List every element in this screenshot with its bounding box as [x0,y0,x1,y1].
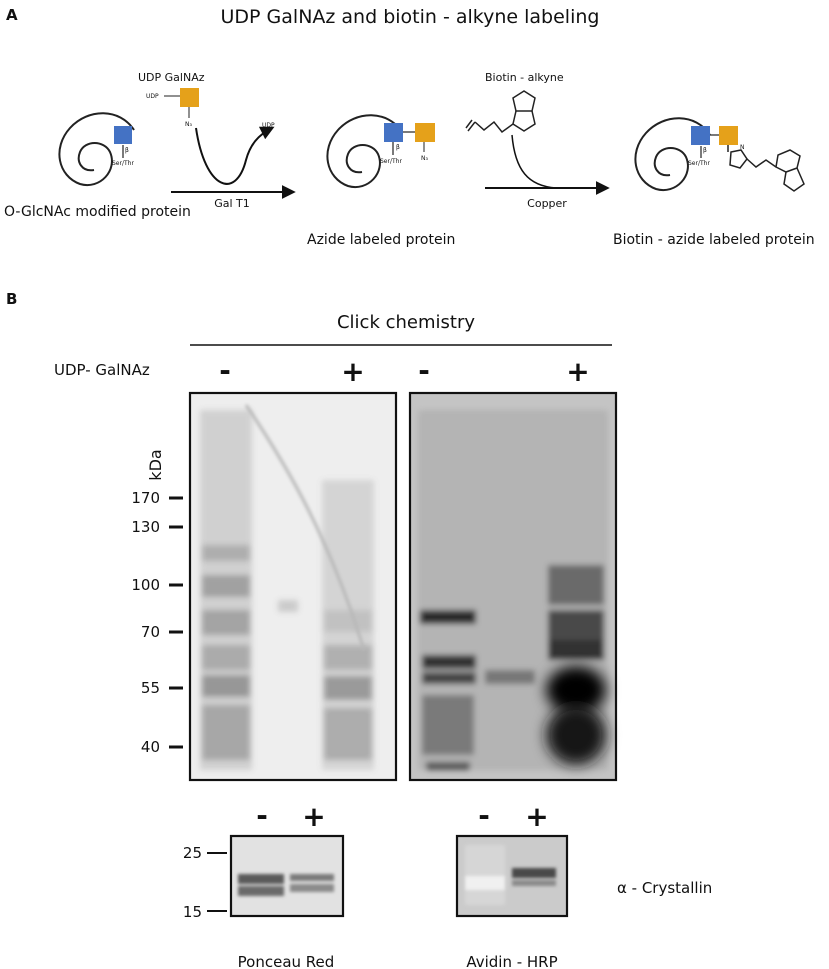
mw-label: 70 [141,623,160,641]
step-1-reaction: UDP GalNAz UDP N₃ UDP Gal T1 [138,71,296,210]
galnaz-square-icon [719,126,738,145]
galnaz-square-icon [415,123,435,142]
ponceau-red-label: Ponceau Red [238,953,335,969]
avidin-blot-image [408,391,618,782]
enzyme-label: Gal T1 [214,197,250,210]
kda-axis-label: kDa [146,449,165,480]
stage-3-label: Biotin - azide labeled protein [613,232,815,248]
galnaz-square-icon [180,88,199,107]
lane-3-minus: - [418,354,430,387]
lane-1-minus: - [219,354,231,387]
curved-connector-icon [511,134,557,189]
mw-marker-55: 55 [141,679,183,697]
stage-1-protein: β Ser/Thr O-GlcNAc modified protein [4,112,191,220]
mw-marker-70: 70 [141,623,183,641]
mw-label: 170 [131,489,160,507]
triazole-biotin-structure-icon [727,145,805,192]
panel-b: B Click chemistry UDP- GalNAz - + - + kD… [6,290,712,969]
small-mw-marker-15: 15 [183,903,227,921]
mw-label: 15 [183,903,202,921]
glcnac-square-icon [114,126,132,144]
panel-a: A UDP GalNAz and biotin - alkyne labelin… [4,6,815,248]
mw-marker-40: 40 [141,738,183,756]
click-chemistry-header: Click chemistry [337,312,475,333]
stage-2-protein: N₃ β Ser/Thr Azide labeled protein [307,114,455,248]
small-left-plus: + [302,800,325,833]
avidin-crystallin-blot-image [455,834,569,918]
catalyst-label: Copper [527,197,567,210]
ponceau-crystallin-blot-image [229,834,345,918]
stage-3-protein: β Ser/Thr N Biotin - azide labeled prote… [613,117,815,248]
mw-marker-170: 170 [131,489,183,507]
residue-label: Ser/Thr [112,160,134,167]
step-2-reaction: Biotin - alkyne Copper [465,71,610,210]
small-left-minus: - [256,799,268,832]
mw-marker-100: 100 [131,576,183,594]
udp-galnaz-row-label: UDP- GalNAz [54,361,150,379]
stage-2-label: Azide labeled protein [307,232,455,248]
stage-1-label: O-GlcNAc modified protein [4,204,191,220]
reagent-1-label: UDP GalNAz [138,71,205,84]
protein-spiral-icon [634,117,711,192]
protein-spiral-icon [326,114,403,189]
lane-2-plus: + [341,355,364,388]
reagent-1-udp-tag: UDP [146,93,159,100]
released-udp-label: UDP [262,122,275,129]
glcnac-square-icon [384,123,403,142]
beta-mark: β [396,144,400,151]
panel-a-title: UDP GalNAz and biotin - alkyne labeling [221,6,600,28]
triazole-label: N [740,144,745,151]
avidin-hrp-label: Avidin - HRP [466,953,557,969]
mw-marker-130: 130 [131,518,183,536]
biotin-alkyne-structure-icon [465,90,536,134]
panel-b-letter: B [6,290,17,308]
small-mw-marker-25: 25 [183,844,227,862]
small-right-plus: + [525,800,548,833]
mw-label: 55 [141,679,160,697]
mw-label: 130 [131,518,160,536]
mw-marker-column: 170 130 100 70 55 40 [131,489,183,756]
mw-label: 100 [131,576,160,594]
mw-label: 25 [183,844,202,862]
residue-label: Ser/Thr [380,158,402,165]
ponceau-blot-image [188,391,398,782]
azide-tag: N₃ [421,155,428,162]
panel-a-letter: A [6,6,18,24]
mw-label: 40 [141,738,160,756]
beta-mark: β [703,147,707,154]
glcnac-square-icon [691,126,710,145]
residue-label: Ser/Thr [688,160,710,167]
reagent-2-label: Biotin - alkyne [485,71,564,84]
protein-spiral-icon [58,112,135,187]
beta-mark: β [125,147,129,154]
curved-arrow-icon [195,126,275,185]
crystallin-label: α - Crystallin [617,879,712,897]
lane-4-plus: + [566,355,589,388]
reagent-1-azide-tag: N₃ [185,121,192,128]
small-right-minus: - [478,799,490,832]
